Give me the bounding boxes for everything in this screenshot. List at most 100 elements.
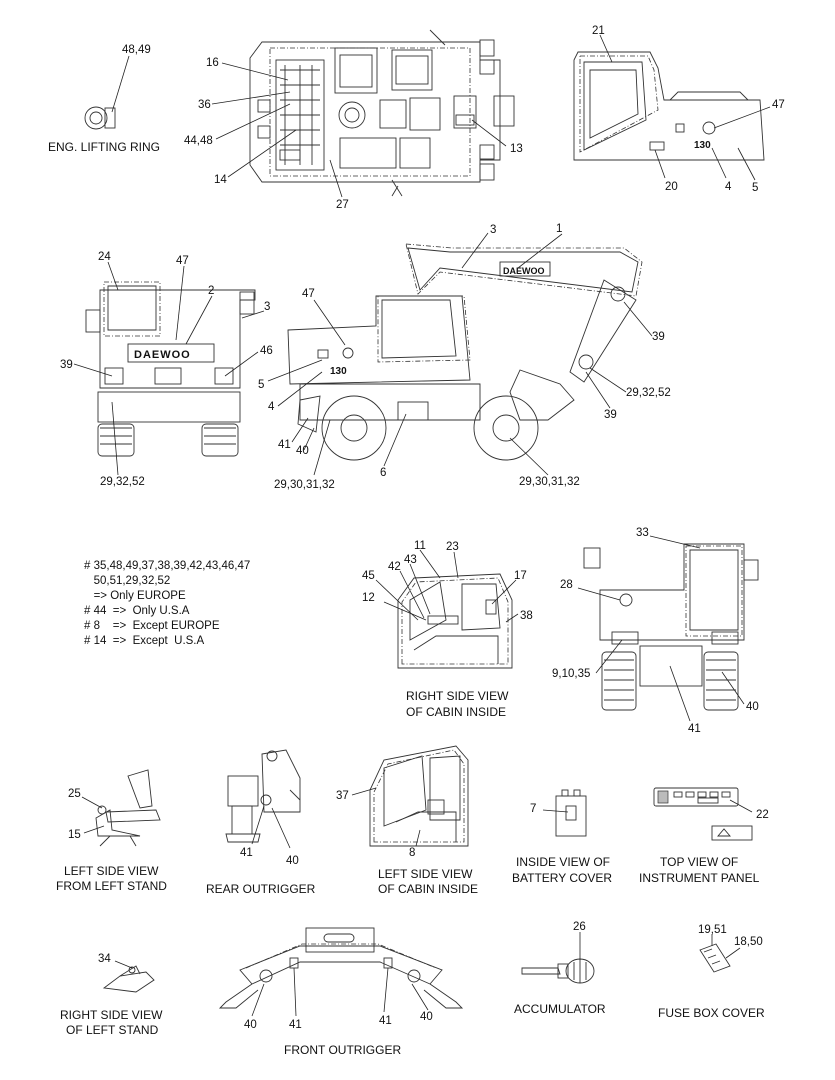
- daewoo-logo-rear: DAEWOO: [134, 349, 191, 361]
- callout-6: 6: [380, 467, 386, 479]
- callout-47-upper: 47: [772, 99, 785, 111]
- left-stand-right-view: 34 RIGHT SIDE VIEW OF LEFT STAND: [60, 953, 163, 1037]
- note-europe-list-cont: 50,51,29,32,52: [84, 575, 171, 587]
- caption-instrument-panel-2: INSTRUMENT PANEL: [639, 871, 760, 885]
- callout-40-front-outrigger-right: 40: [420, 1011, 433, 1023]
- callout-34: 34: [98, 953, 111, 965]
- callout-1: 1: [556, 223, 562, 235]
- callout-36: 36: [198, 99, 211, 111]
- callout-40-front-outrigger-left: 40: [244, 1019, 257, 1031]
- callout-23: 23: [446, 541, 459, 553]
- callout-40-front: 40: [746, 701, 759, 713]
- model-badge-upper: 130: [694, 140, 711, 151]
- front-view-machine: 33 28 9,10,35 41 40: [552, 527, 759, 735]
- daewoo-logo-boom: DAEWOO: [503, 266, 545, 276]
- callout-29-32-52-rear: 29,32,52: [100, 476, 145, 488]
- callout-47-rear: 47: [176, 255, 189, 267]
- caption-right-side-view-cabin-1: RIGHT SIDE VIEW: [406, 689, 509, 703]
- callout-16: 16: [206, 57, 219, 69]
- callout-41-front: 41: [688, 723, 701, 735]
- callout-15: 15: [68, 829, 81, 841]
- callout-19-51: 19,51: [698, 924, 727, 936]
- side-view-upper-structure: 130 21 47 20 4 5: [573, 25, 785, 194]
- callout-3-rear: 3: [264, 301, 270, 313]
- instrument-panel-view: 22 TOP VIEW OF INSTRUMENT PANEL: [639, 787, 769, 885]
- callout-7: 7: [530, 803, 536, 815]
- callout-29-30-31-32-rear: 29,30,31,32: [519, 476, 580, 488]
- caption-front-outrigger: FRONT OUTRIGGER: [284, 1043, 401, 1057]
- note-usa-only: # 44 => Only U.S.A: [84, 605, 190, 617]
- callout-38: 38: [520, 610, 533, 622]
- note-except-usa: # 14 => Except U.S.A: [84, 635, 205, 647]
- callout-24: 24: [98, 251, 111, 263]
- note-except-europe: # 8 => Except EUROPE: [84, 620, 220, 632]
- caption-instrument-panel-1: TOP VIEW OF: [660, 855, 738, 869]
- front-outrigger-view: 40 41 41 40 FRONT OUTRIGGER: [218, 927, 464, 1057]
- caption-accumulator: ACCUMULATOR: [514, 1002, 606, 1016]
- callout-29-30-31-32-front: 29,30,31,32: [274, 479, 335, 491]
- accumulator-view: 26 ACCUMULATOR: [514, 921, 606, 1016]
- callout-47-side: 47: [302, 288, 315, 300]
- callout-4-upper: 4: [725, 181, 732, 193]
- callout-28: 28: [560, 579, 573, 591]
- side-view-machine: DAEWOO 130 3 1 47 5 4 39 29,32,52: [258, 223, 671, 491]
- callout-12: 12: [362, 592, 375, 604]
- note-europe-list: # 35,48,49,37,38,39,42,43,46,47: [84, 560, 251, 572]
- caption-left-side-view-stand-2: FROM LEFT STAND: [56, 879, 167, 893]
- caption-battery-cover-2: BATTERY COVER: [512, 871, 612, 885]
- callout-41-front-outrigger-right: 41: [379, 1015, 392, 1027]
- callout-43: 43: [404, 554, 417, 566]
- caption-battery-cover-1: INSIDE VIEW OF: [516, 855, 610, 869]
- callout-44-48: 44,48: [184, 135, 213, 147]
- callout-37: 37: [336, 790, 349, 802]
- caption-left-side-view-stand-1: LEFT SIDE VIEW: [64, 864, 159, 878]
- callout-39-side-arm: 39: [604, 409, 617, 421]
- callout-41-rear-outrigger: 41: [240, 847, 253, 859]
- callout-5-side: 5: [258, 379, 264, 391]
- caption-rear-outrigger: REAR OUTRIGGER: [206, 882, 316, 896]
- callout-5-upper: 5: [752, 182, 758, 194]
- callout-39-rear: 39: [60, 359, 73, 371]
- callout-26: 26: [573, 921, 586, 933]
- callout-42: 42: [388, 561, 401, 573]
- callout-11: 11: [414, 540, 426, 552]
- callout-33: 33: [636, 527, 649, 539]
- callout-41-front-outrigger-left: 41: [289, 1019, 302, 1031]
- callout-4-side: 4: [268, 401, 275, 413]
- callout-25: 25: [68, 788, 81, 800]
- note-europe-only: => Only EUROPE: [84, 590, 186, 602]
- caption-left-side-view-cabin-2: OF CABIN INSIDE: [378, 882, 478, 896]
- caption-fuse-box-cover: FUSE BOX COVER: [658, 1006, 765, 1020]
- rear-view-machine: DAEWOO 24 47 2 3 39 46 29,32,52: [60, 251, 273, 488]
- callout-17: 17: [514, 570, 527, 582]
- fuse-box-cover-view: 19,51 18,50 FUSE BOX COVER: [658, 924, 765, 1020]
- model-badge-side: 130: [330, 366, 347, 377]
- callout-40-rear-outrigger: 40: [286, 855, 299, 867]
- callout-8: 8: [409, 847, 415, 859]
- callout-9-10-35: 9,10,35: [552, 668, 590, 680]
- callout-29-32-52-side: 29,32,52: [626, 387, 671, 399]
- callout-27: 27: [336, 199, 349, 211]
- left-stand-view: 25 15 LEFT SIDE VIEW FROM LEFT STAND: [56, 769, 167, 893]
- callout-2: 2: [208, 285, 214, 297]
- callout-48-49: 48,49: [122, 44, 151, 56]
- callout-40-side: 40: [296, 445, 309, 457]
- caption-left-side-view-cabin-1: LEFT SIDE VIEW: [378, 867, 473, 881]
- callout-41-side: 41: [278, 439, 291, 451]
- callout-45: 45: [362, 570, 375, 582]
- caption-right-side-view-stand-2: OF LEFT STAND: [66, 1023, 159, 1037]
- battery-cover-view: 7 INSIDE VIEW OF BATTERY COVER: [512, 789, 612, 885]
- caption-right-side-view-cabin-2: OF CABIN INSIDE: [406, 705, 506, 719]
- callout-46: 46: [260, 345, 273, 357]
- engine-lifting-ring-view: 48,49 ENG. LIFTING RING: [48, 44, 160, 154]
- callout-3-side: 3: [490, 224, 496, 236]
- cabin-inside-left-view: 37 8 LEFT SIDE VIEW OF CABIN INSIDE: [336, 745, 478, 896]
- rear-outrigger-view: 41 40 REAR OUTRIGGER: [206, 749, 316, 896]
- caption-eng-lifting-ring: ENG. LIFTING RING: [48, 140, 160, 154]
- callout-22: 22: [756, 809, 769, 821]
- callout-18-50: 18,50: [734, 936, 763, 948]
- callout-21: 21: [592, 25, 605, 37]
- top-view-machine: 16 36 44,48 14 27 13: [184, 29, 523, 211]
- callout-39-side-boom: 39: [652, 331, 665, 343]
